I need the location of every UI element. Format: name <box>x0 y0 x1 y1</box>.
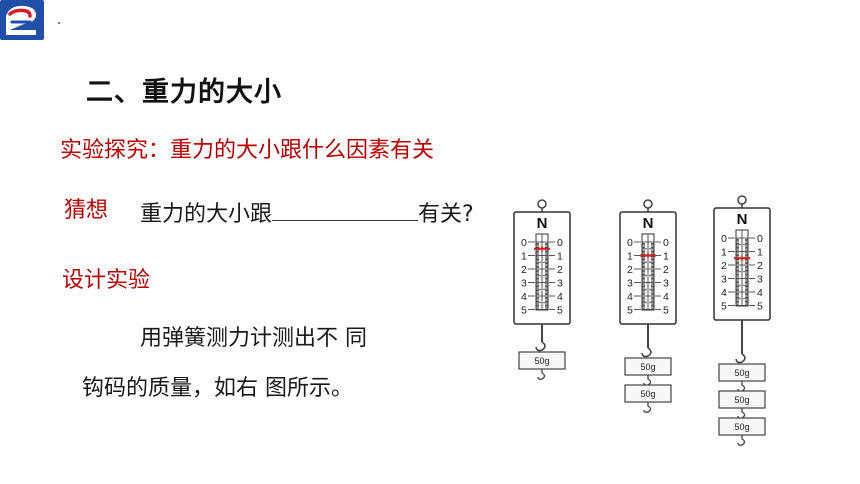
unit-label: N <box>643 215 654 232</box>
guess-sentence: 重力的大小跟 有关? <box>140 196 474 228</box>
hook-weight: 50g <box>624 384 672 413</box>
weight-hook-icon <box>737 408 746 419</box>
tick-label-left: 5 <box>521 305 527 317</box>
hook-weight: 50g <box>518 351 566 380</box>
tick-label-right: 2 <box>663 264 669 276</box>
tick-label-left: 2 <box>627 264 633 276</box>
unit-label: N <box>737 211 748 228</box>
design-experiment-label: 设计实验 <box>62 268 151 293</box>
body-text-line-2: 钩码的质量，如右 图所示。 <box>82 376 353 401</box>
weight-hook-icon <box>537 369 546 380</box>
tick-label-left: 1 <box>721 247 727 259</box>
weight-hook-icon <box>737 381 746 392</box>
hanging-ring-icon <box>737 195 747 205</box>
tick-label-left: 4 <box>521 291 527 303</box>
weight-hook-icon <box>643 375 652 386</box>
tick-label-right: 3 <box>663 278 669 290</box>
tick-label-left: 0 <box>521 237 527 249</box>
weight-label: 50g <box>734 422 749 432</box>
decorative-dot <box>58 22 60 24</box>
tick-label-left: 1 <box>521 251 527 263</box>
hook-icon <box>641 347 652 358</box>
tick-label-right: 0 <box>757 233 763 245</box>
hanging-ring-icon <box>537 199 547 209</box>
tick-label-right: 5 <box>663 305 669 317</box>
tick-label-right: 0 <box>557 237 563 249</box>
logo-icon <box>0 0 44 40</box>
weight-label: 50g <box>734 395 749 405</box>
body-text-line-1: 用弹簧测力计测出不 同 <box>140 326 367 351</box>
tick-label-right: 5 <box>557 305 563 317</box>
tick-label-right: 2 <box>757 260 763 272</box>
tick-label-left: 4 <box>721 287 727 299</box>
weight-hook-icon <box>643 402 652 413</box>
tick-label-right: 4 <box>557 291 563 303</box>
hanging-ring-icon <box>643 199 653 209</box>
hook-weight: 50g <box>718 417 766 446</box>
tick-label-left: 0 <box>627 237 633 249</box>
weight-label: 50g <box>534 356 549 366</box>
hook-icon <box>735 353 746 364</box>
fill-in-blank <box>272 200 419 221</box>
tick-label-left: 3 <box>627 278 633 290</box>
guess-sentence-end: 有关? <box>418 202 474 227</box>
unit-label: N <box>537 215 548 232</box>
tick-label-right: 5 <box>757 301 763 313</box>
tick-label-left: 2 <box>721 260 727 272</box>
tick-label-left: 4 <box>627 291 633 303</box>
weight-label: 50g <box>640 389 655 399</box>
weight-label: 50g <box>734 368 749 378</box>
tick-label-left: 3 <box>721 274 727 286</box>
tick-label-right: 4 <box>663 291 669 303</box>
tick-label-right: 1 <box>663 251 669 263</box>
hook-weight: 50g <box>624 357 672 386</box>
weight-label: 50g <box>640 362 655 372</box>
hook-icon <box>535 341 546 352</box>
tick-label-left: 2 <box>521 264 527 276</box>
tick-label-left: 5 <box>627 305 633 317</box>
hook-weight: 50g <box>718 363 766 392</box>
guess-sentence-start: 重力的大小跟 <box>140 202 273 227</box>
slide-subtitle: 实验探究：重力的大小跟什么因素有关 <box>60 138 435 163</box>
tick-label-left: 3 <box>521 278 527 290</box>
tick-label-left: 5 <box>721 301 727 313</box>
tick-label-right: 4 <box>757 287 763 299</box>
slide-title: 二、重力的大小 <box>86 77 282 108</box>
tick-label-left: 0 <box>721 233 727 245</box>
weight-hook-icon <box>737 435 746 446</box>
hook-weight: 50g <box>718 390 766 419</box>
tick-label-right: 2 <box>557 264 563 276</box>
tick-label-left: 1 <box>627 251 633 263</box>
guess-label: 猜想 <box>64 198 109 223</box>
tick-label-right: 1 <box>557 251 563 263</box>
tick-label-right: 1 <box>757 247 763 259</box>
tick-label-right: 0 <box>663 237 669 249</box>
tick-label-right: 3 <box>757 274 763 286</box>
tick-label-right: 3 <box>557 278 563 290</box>
